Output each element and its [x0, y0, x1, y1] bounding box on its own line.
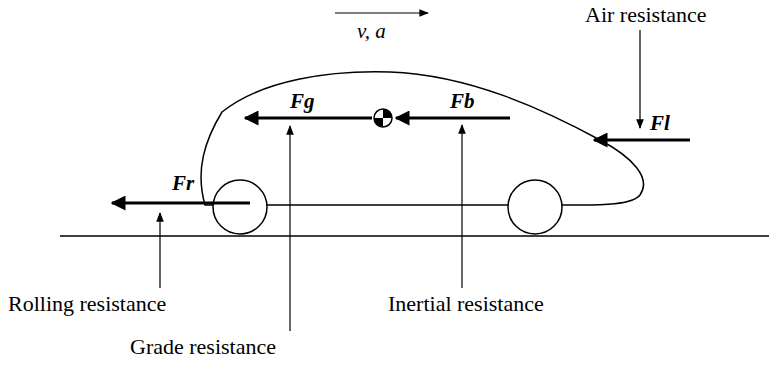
motion-label: v, a [357, 20, 386, 43]
force-symbol: Fr [172, 172, 194, 195]
callout-label: Inertial resistance [388, 292, 544, 316]
center-of-mass [374, 109, 392, 127]
force-symbol: Fl [650, 112, 670, 135]
motion-arrow [335, 12, 428, 13]
force-symbol: Fg [290, 90, 315, 113]
inertial-force-arrow [396, 117, 510, 120]
force-symbol: Fb [450, 90, 475, 113]
front-wheel [508, 180, 562, 234]
rear-wheel [213, 180, 267, 234]
car-body [201, 72, 644, 205]
grade-force-arrow [245, 117, 372, 120]
pointer-line [461, 125, 462, 288]
air-force-arrow [594, 139, 690, 142]
callout-label: Grade resistance [130, 335, 276, 359]
pointer-line [159, 213, 160, 288]
ground-line [60, 235, 769, 237]
pointer-line [289, 126, 290, 331]
pointer-line [639, 30, 640, 128]
callout-label: Rolling resistance [8, 292, 166, 316]
rolling-force-arrow [112, 202, 250, 205]
callout-label: Air resistance [585, 3, 707, 27]
